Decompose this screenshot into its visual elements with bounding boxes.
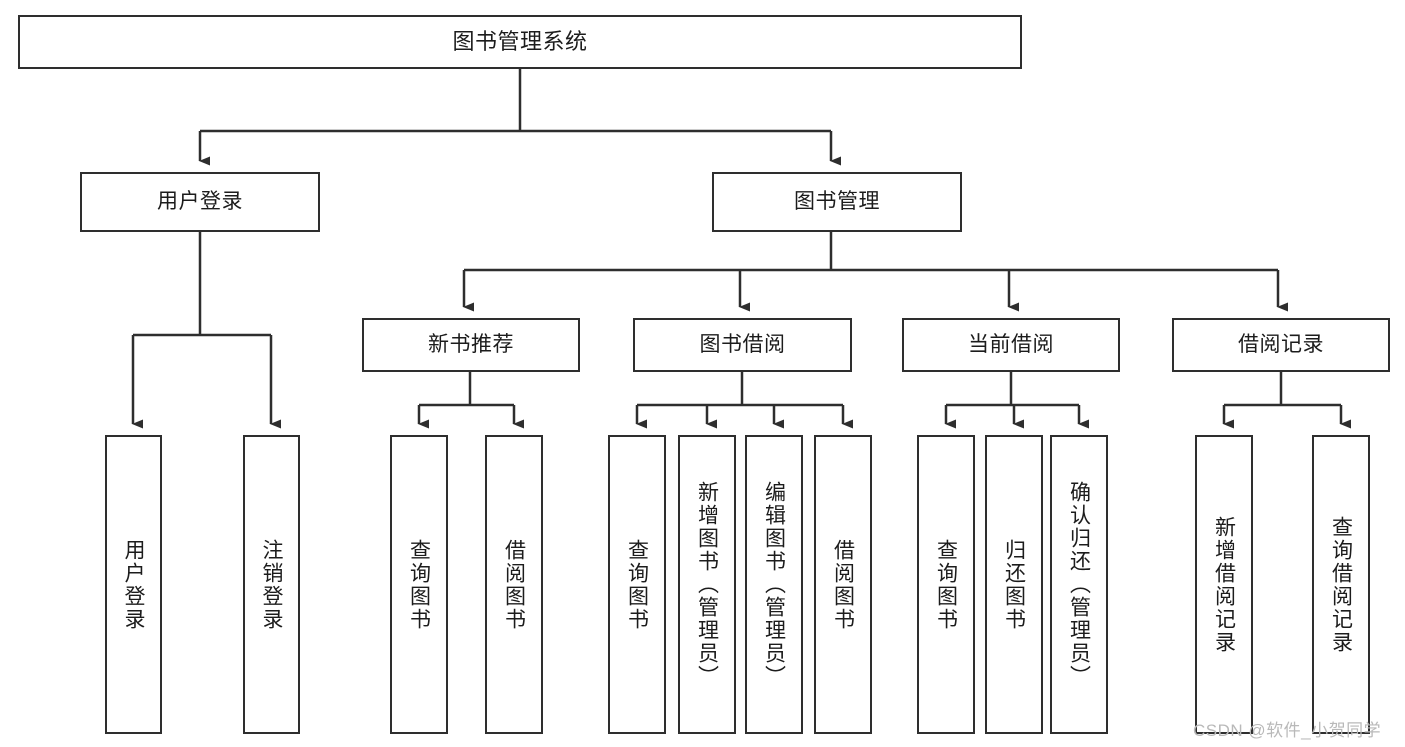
node-leaf-edit-book[interactable]: 编辑图书（管理员） [745,435,803,734]
node-root[interactable]: 图书管理系统 [18,15,1022,69]
node-leaf-logout[interactable]: 注销登录 [243,435,300,734]
node-label: 借阅图书 [502,538,526,631]
node-label: 借阅记录 [1238,332,1324,356]
node-label: 编辑图书（管理员） [762,481,786,688]
node-leaf-borrow-book-2[interactable]: 借阅图书 [814,435,872,734]
node-label: 确认归还（管理员） [1067,481,1091,688]
node-borrow-record[interactable]: 借阅记录 [1172,318,1390,372]
node-label: 图书借阅 [699,332,786,356]
node-leaf-query-book-2[interactable]: 查询图书 [608,435,666,734]
node-leaf-add-record[interactable]: 新增借阅记录 [1195,435,1253,734]
node-label: 用户登录 [157,189,243,213]
node-leaf-query-book-1[interactable]: 查询图书 [390,435,448,734]
node-label: 查询图书 [407,538,431,631]
node-book-manage[interactable]: 图书管理 [712,172,962,232]
connector-lines [131,69,1351,429]
node-label: 用户登录 [122,538,145,631]
node-leaf-user-login[interactable]: 用户登录 [105,435,162,734]
node-label: 查询图书 [934,538,958,631]
node-label: 新增借阅记录 [1212,515,1236,654]
node-leaf-confirm-return[interactable]: 确认归还（管理员） [1050,435,1108,734]
node-label: 归还图书 [1002,538,1026,631]
node-label: 新增图书（管理员） [695,481,719,688]
node-current-borrow[interactable]: 当前借阅 [902,318,1120,372]
node-label: 注销登录 [260,538,283,631]
node-new-book-recommend[interactable]: 新书推荐 [362,318,580,372]
node-leaf-return-book[interactable]: 归还图书 [985,435,1043,734]
node-label: 查询借阅记录 [1329,515,1353,654]
node-label: 新书推荐 [428,332,514,356]
node-user-login[interactable]: 用户登录 [80,172,320,232]
node-label: 图书管理 [794,189,880,213]
node-leaf-query-record[interactable]: 查询借阅记录 [1312,435,1370,734]
node-leaf-query-book-3[interactable]: 查询图书 [917,435,975,734]
node-label: 当前借阅 [968,332,1054,356]
node-leaf-borrow-book-1[interactable]: 借阅图书 [485,435,543,734]
node-label: 图书管理系统 [452,29,588,55]
node-leaf-add-book[interactable]: 新增图书（管理员） [678,435,736,734]
node-book-borrow[interactable]: 图书借阅 [633,318,852,372]
node-label: 借阅图书 [831,538,855,631]
node-label: 查询图书 [625,538,649,631]
